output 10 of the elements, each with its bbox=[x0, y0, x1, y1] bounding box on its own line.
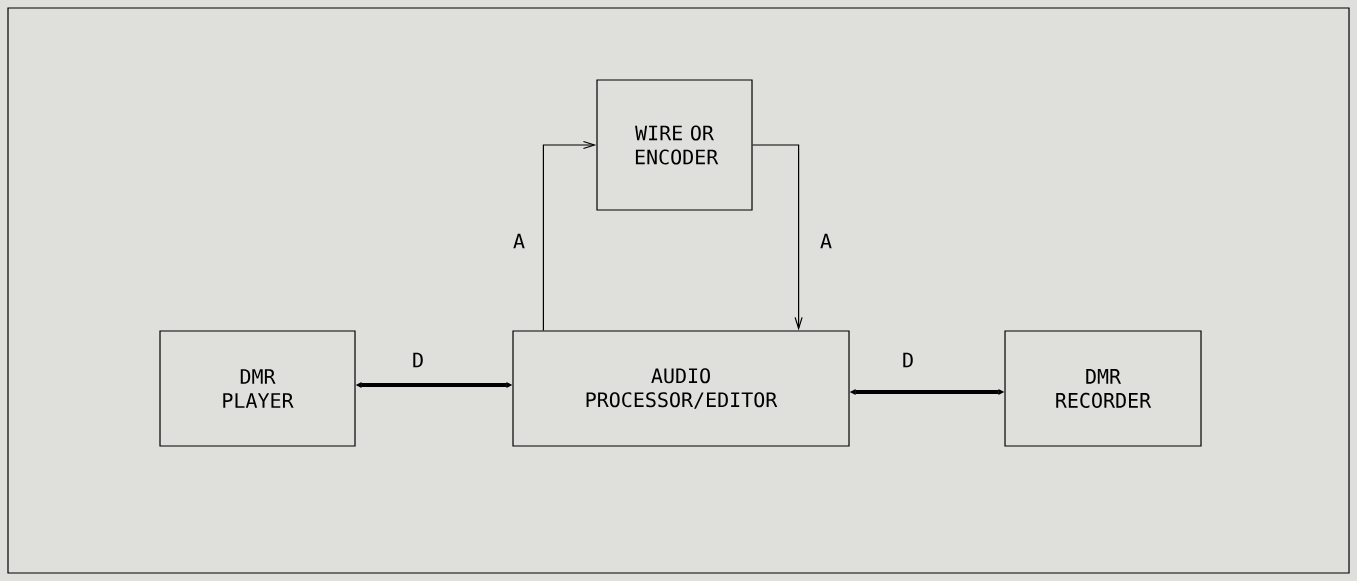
edge-label: A bbox=[820, 233, 832, 249]
process-box: AUDIO PROCESSOR/EDITOR bbox=[512, 330, 850, 447]
edge-label: D bbox=[413, 352, 423, 368]
arrow bbox=[752, 144, 803, 331]
process-box: DMR RECORDER bbox=[1004, 330, 1202, 447]
edge-label: A bbox=[513, 233, 525, 249]
edge-label: D bbox=[903, 352, 913, 368]
arrow bbox=[542, 140, 597, 331]
process-box: WIRE OR ENCODER bbox=[596, 79, 753, 211]
process-box: DMR PLAYER bbox=[159, 330, 356, 447]
